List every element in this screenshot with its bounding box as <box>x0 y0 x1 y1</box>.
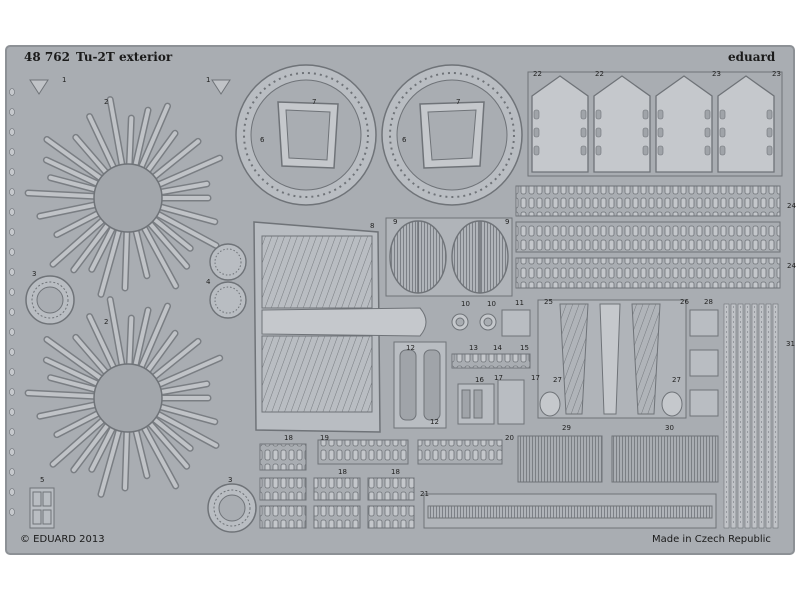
cowl-panels-22-23 <box>527 71 783 177</box>
part-number-label: 30 <box>665 424 674 432</box>
part-28 <box>689 309 719 417</box>
edge-dots-left <box>9 88 15 516</box>
rack-part-18-e <box>313 505 361 529</box>
comb-part-30 <box>611 435 719 483</box>
part-number-label: 14 <box>493 344 502 352</box>
rack-part-18-g <box>367 505 415 529</box>
part-number-label: 31 <box>786 340 795 348</box>
gills-part-9 <box>385 217 513 297</box>
engine-fan-upper <box>24 96 224 298</box>
rack-part-18-a <box>259 443 307 471</box>
part-number-label: 13 <box>469 344 478 352</box>
part-number-label: 25 <box>544 298 553 306</box>
strip-part-24-c <box>515 257 781 289</box>
part-number-label: 15 <box>520 344 529 352</box>
panel-part-8 <box>253 221 427 433</box>
part-number-label: 22 <box>533 70 542 78</box>
part-number-label: 4 <box>206 278 211 286</box>
part-number-label: 16 <box>475 376 484 384</box>
part-number-label: 9 <box>505 218 509 226</box>
part-number-label: 17 <box>531 374 540 382</box>
rack-part-19 <box>317 439 409 465</box>
part-number-label: 8 <box>370 222 374 230</box>
part-number-label: 24 <box>787 202 796 210</box>
hatch-ring-left <box>235 64 377 206</box>
part-number-label: 7 <box>312 98 316 106</box>
part-number-label: 1 <box>62 76 66 84</box>
part-number-label: 22 <box>595 70 604 78</box>
parts-25-27 <box>537 299 687 419</box>
long-strips-31 <box>723 303 779 529</box>
strip-part-24-b <box>515 221 781 253</box>
small-parts-10-17 <box>451 309 531 425</box>
part-number-label: 6 <box>402 136 407 144</box>
strip-part-24-a <box>515 185 781 217</box>
part-number-label: 11 <box>515 299 524 307</box>
part-number-label: 29 <box>562 424 571 432</box>
part-number-label: 23 <box>712 70 721 78</box>
part-number-label: 27 <box>553 376 562 384</box>
ring-part-3-upper <box>25 275 75 325</box>
part-number-label: 5 <box>40 476 44 484</box>
part-number-label: 28 <box>704 298 713 306</box>
set-number: 48 762 <box>24 50 70 64</box>
engine-fan-lower <box>24 296 224 498</box>
part-number-label: 3 <box>228 476 232 484</box>
part-number-label: 9 <box>393 218 397 226</box>
hatch-ring-right <box>381 64 523 206</box>
part-number-label: 18 <box>391 468 400 476</box>
part-number-label: 21 <box>420 490 429 498</box>
part-number-label: 19 <box>320 434 329 442</box>
part-12 <box>393 341 447 429</box>
part-number-label: 10 <box>487 300 496 308</box>
brand-logo: eduard <box>728 50 776 64</box>
part-number-label: 12 <box>406 344 415 352</box>
part-1-right <box>211 79 231 95</box>
part-number-label: 2 <box>104 98 108 106</box>
rack-part-18-f <box>367 477 415 501</box>
part-number-label: 1 <box>206 76 210 84</box>
part-number-label: 18 <box>338 468 347 476</box>
part-number-label: 26 <box>680 298 689 306</box>
part-number-label: 3 <box>32 270 36 278</box>
part-number-label: 24 <box>787 262 796 270</box>
part-number-label: 7 <box>456 98 460 106</box>
part-number-label: 2 <box>104 318 108 326</box>
part-number-label: 18 <box>284 434 293 442</box>
part-number-label: 27 <box>672 376 681 384</box>
part-number-label: 10 <box>461 300 470 308</box>
rack-part-20 <box>417 439 503 465</box>
copyright-text: © EDUARD 2013 <box>20 534 105 545</box>
rack-part-18-b <box>259 477 307 501</box>
rack-part-18-d <box>313 477 361 501</box>
part-number-label: 17 <box>494 374 503 382</box>
part-number-label: 20 <box>505 434 514 442</box>
rack-part-18-c <box>259 505 307 529</box>
disc-part-4 <box>209 243 247 319</box>
set-title: Tu-2T exterior <box>76 50 173 64</box>
part-5 <box>29 487 55 529</box>
part-number-label: 23 <box>772 70 781 78</box>
part-number-label: 6 <box>260 136 265 144</box>
origin-text: Made in Czech Republic <box>652 534 771 545</box>
comb-part-29 <box>517 435 603 483</box>
ring-part-3-lower <box>207 483 257 533</box>
part-1-left <box>29 79 49 95</box>
part-number-label: 12 <box>430 418 439 426</box>
fret-sheet <box>5 45 795 555</box>
